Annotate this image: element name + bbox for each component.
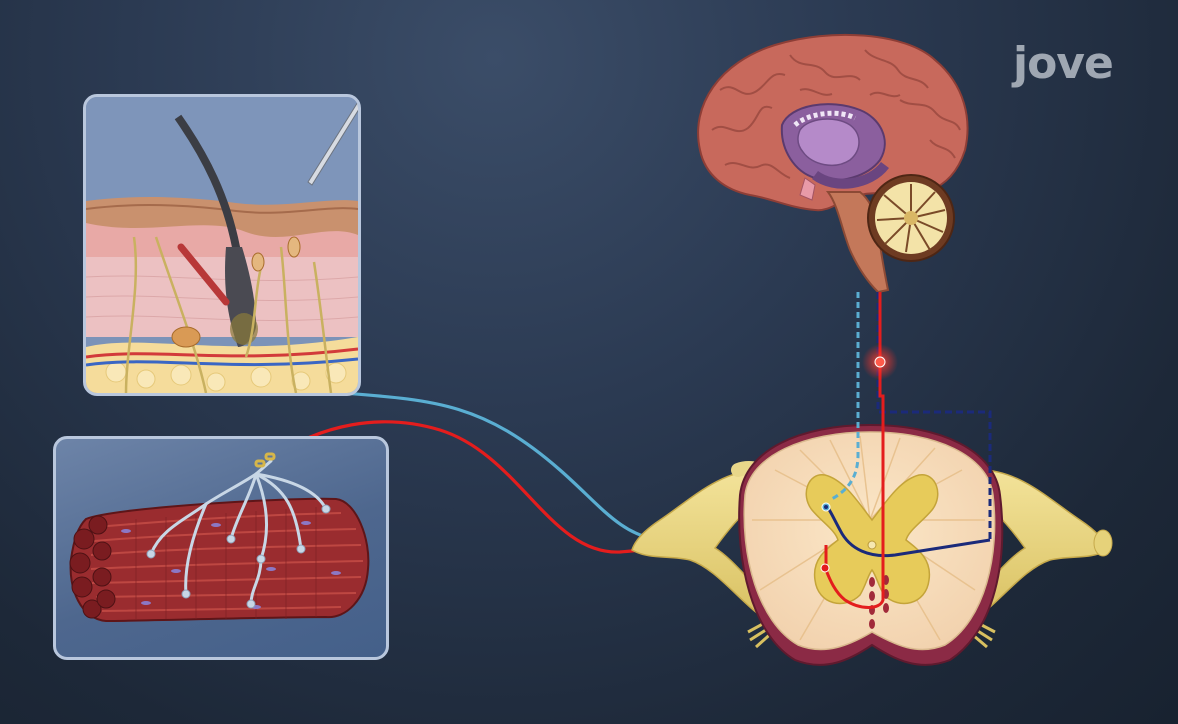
skin-cross-section-panel [83, 94, 361, 396]
muscle-fiber-icon [56, 439, 386, 657]
skin-cross-section-icon [86, 97, 358, 393]
muscle-fiber-panel [53, 436, 389, 660]
jove-logo: jove [1013, 38, 1113, 89]
spinal-cord-icon [632, 425, 1112, 665]
brain-icon [698, 35, 967, 292]
motor-synapse [821, 564, 829, 572]
